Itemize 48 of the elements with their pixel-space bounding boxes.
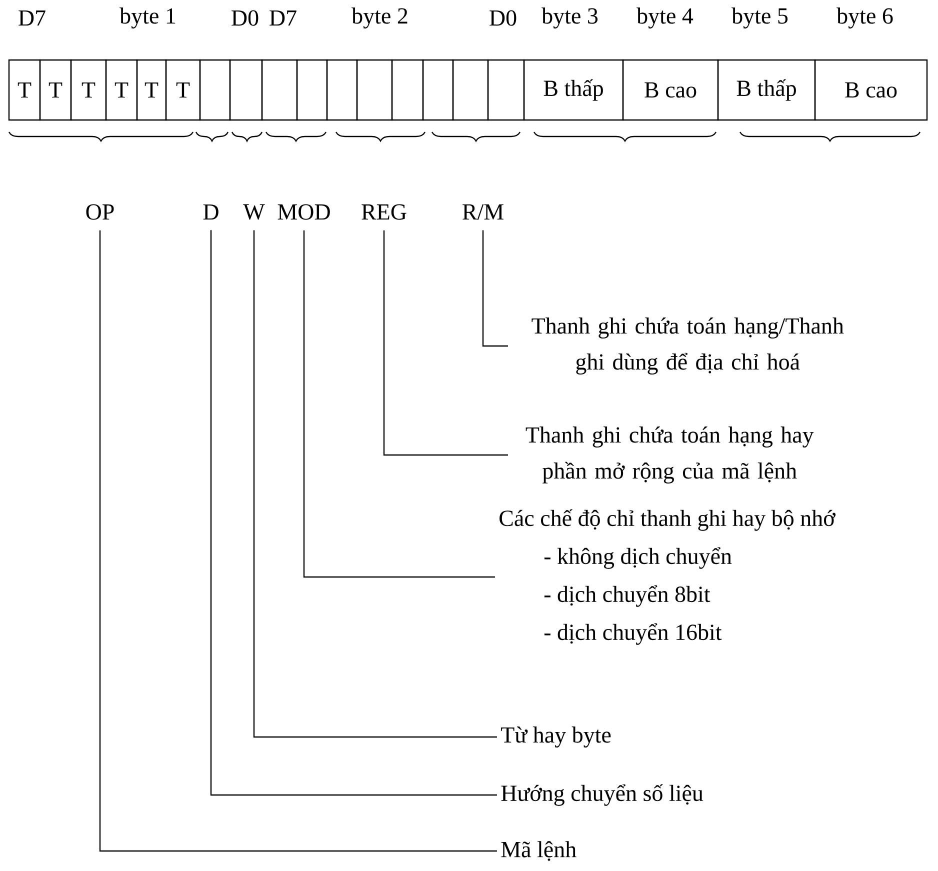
- field-label: REG: [362, 204, 406, 220]
- description-text: Hướng chuyển số liệu: [501, 784, 704, 806]
- bit-cell: [422, 59, 454, 121]
- description-text: Mã lệnh: [501, 841, 576, 861]
- bit-label: D0: [232, 10, 258, 26]
- bit-cell: T: [70, 59, 107, 121]
- bit-cell: [452, 59, 489, 121]
- description-text: Các chế độ chỉ thanh ghi hay bộ nhớ - không dịch chuyển - dịch chuyển 8bit - dịch chuyển 16bit: [500, 509, 836, 645]
- bit-label: D7: [18, 10, 46, 26]
- bit-cell: T: [8, 59, 41, 121]
- leader-line: [303, 230, 495, 578]
- bit-label: byte 4: [636, 8, 694, 28]
- bit-cell: T: [105, 59, 138, 121]
- bit-label: byte 3: [542, 8, 598, 28]
- byte-cell: B thấp: [523, 59, 624, 121]
- leader-line: [482, 230, 508, 347]
- byte-cell: B cao: [622, 59, 719, 121]
- field-label: R/M: [462, 204, 504, 220]
- bit-label: byte 1: [120, 8, 176, 28]
- byte-cell: B cao: [814, 59, 928, 121]
- bit-label: D7: [270, 10, 296, 26]
- leader-line: [210, 230, 497, 796]
- bit-cell: T: [136, 59, 167, 121]
- field-label: D: [203, 204, 218, 220]
- leader-line: [253, 230, 497, 738]
- description-text: Thanh ghi chứa toán hạng hay phần mở rộng của mã lệnh: [526, 426, 814, 484]
- bit-cell: [296, 59, 328, 121]
- leader-line: [99, 230, 497, 852]
- bit-cell: T: [39, 59, 72, 121]
- field-label: OP: [86, 204, 114, 220]
- bit-cell: [326, 59, 358, 121]
- description-text: Từ hay byte: [501, 726, 611, 748]
- byte-cell: B thấp: [717, 59, 816, 121]
- bit-cell: [487, 59, 525, 121]
- field-label: W: [243, 204, 265, 220]
- bit-label: byte 6: [836, 8, 893, 28]
- bit-cell: T: [165, 59, 201, 121]
- bit-cell: [356, 59, 393, 121]
- description-text: Thanh ghi chứa toán hạng/Thanh ghi dùng để địa chỉ hoá: [532, 318, 844, 374]
- field-label: MOD: [278, 204, 330, 220]
- bit-label: byte 2: [352, 8, 408, 28]
- bit-cell: [261, 59, 298, 121]
- leader-line: [383, 230, 508, 456]
- bit-label: byte 5: [732, 8, 788, 28]
- bit-cell: [199, 59, 231, 121]
- bit-label: D0: [490, 10, 516, 26]
- bit-cell: [229, 59, 263, 121]
- bit-cell: [391, 59, 424, 121]
